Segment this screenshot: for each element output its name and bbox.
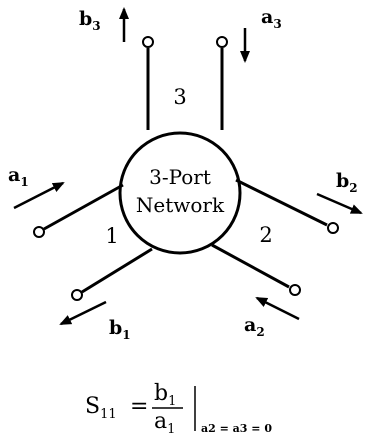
label-b1: b1 [109,317,131,342]
a2-arrow [255,296,300,321]
label-b2: b2 [336,170,358,195]
label-b3: b3 [79,8,101,33]
port2-number: 2 [259,223,272,247]
equation-numerator: b1 [154,381,176,409]
port3-terminal-right [216,36,228,48]
port3-terminal-left [142,36,154,48]
network-label-line2: Network [136,193,225,217]
equation-denominator: a1 [154,409,175,437]
port3-number: 3 [173,85,186,109]
b1-arrow [59,300,107,326]
port2-line-lower [211,243,290,289]
port1-number: 1 [105,224,118,248]
network-circle [118,131,242,255]
equation-equals: = [130,394,148,419]
b2-arrow [316,192,363,215]
label-a1: a1 [8,164,29,189]
network-label-line1: 3-Port [149,165,211,189]
label-a2: a2 [244,314,265,339]
port1-terminal-upper [33,226,45,238]
port2-terminal-lower [289,284,301,296]
port2-terminal-upper [327,222,339,234]
equation-lhs: S11 [85,394,117,422]
port2-line-upper [235,178,328,227]
port1-line-lower [81,247,153,294]
port1-terminal-lower [71,289,83,301]
port1-line-upper [43,183,124,231]
label-a3: a3 [261,6,282,31]
equation-condition: a2 = a3 = 0 [201,422,272,435]
a1-arrow [13,181,65,210]
s11-equation: S11 = b1 a1 a2 = a3 = 0 [85,381,272,437]
